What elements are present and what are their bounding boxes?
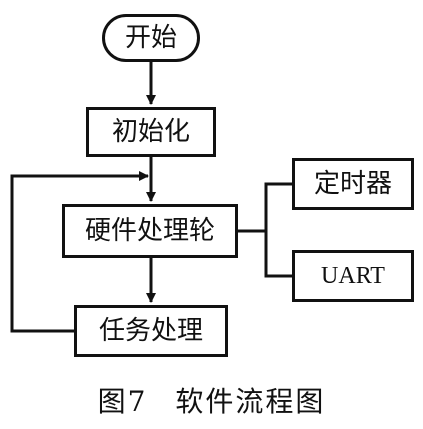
- figure-caption: 图7 软件流程图: [0, 382, 423, 418]
- uart-node: UART: [292, 250, 414, 302]
- init-node: 初始化: [86, 107, 216, 157]
- task-label: 任务处理: [98, 316, 203, 346]
- timer-label: 定时器: [313, 169, 392, 199]
- timer-node: 定时器: [292, 158, 414, 210]
- task-node: 任务处理: [74, 305, 228, 357]
- init-label: 初始化: [111, 117, 190, 147]
- branch-to-timer: [238, 182, 292, 233]
- figure-number: 图7: [97, 385, 148, 418]
- start-node: 开始: [102, 14, 200, 62]
- uart-label: UART: [321, 263, 385, 289]
- branch-to-uart: [264, 231, 292, 278]
- loop-back-line: [10, 171, 149, 333]
- start-label: 开始: [124, 23, 177, 53]
- hardware-poll-label: 硬件处理轮: [84, 216, 215, 246]
- hardware-poll-node: 硬件处理轮: [62, 204, 238, 258]
- figure-title: 软件流程图: [175, 385, 326, 418]
